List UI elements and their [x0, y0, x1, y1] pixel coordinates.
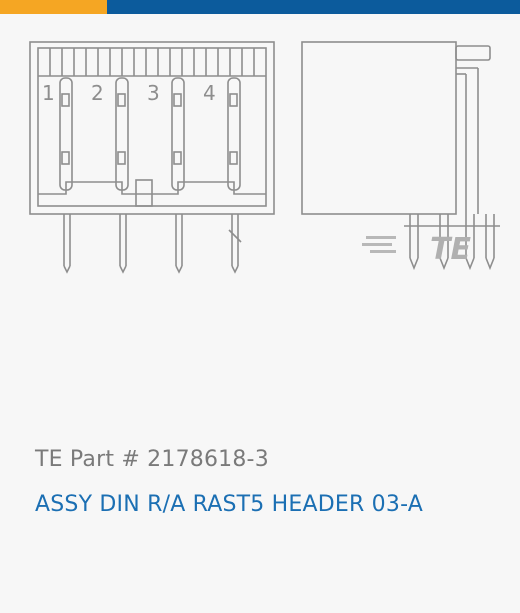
polarization-key — [135, 179, 153, 207]
pin-label-4: 4 — [203, 81, 216, 105]
pin-number-labels: 1 2 3 4 — [42, 81, 216, 105]
product-name-link[interactable]: ASSY DIN R/A RAST5 HEADER 03-A — [35, 492, 423, 517]
side-view — [301, 41, 500, 271]
pin-label-3: 3 — [147, 81, 160, 105]
side-pin-top — [455, 45, 491, 61]
accent-bar — [0, 0, 520, 14]
te-logo: TE — [362, 232, 471, 267]
accent-bar-blue — [107, 0, 520, 14]
accent-bar-orange — [0, 0, 107, 14]
product-drawing[interactable]: 1 2 3 4 — [0, 14, 520, 314]
pin-label-2: 2 — [91, 81, 104, 105]
pin-label-1: 1 — [42, 81, 55, 105]
side-housing — [301, 41, 457, 215]
part-number: TE Part # 2178618-3 — [35, 447, 269, 472]
front-view — [29, 41, 275, 274]
technical-drawing-svg: 1 2 3 4 — [29, 41, 500, 274]
front-housing — [29, 41, 275, 215]
te-logo-text: TE — [430, 232, 471, 267]
